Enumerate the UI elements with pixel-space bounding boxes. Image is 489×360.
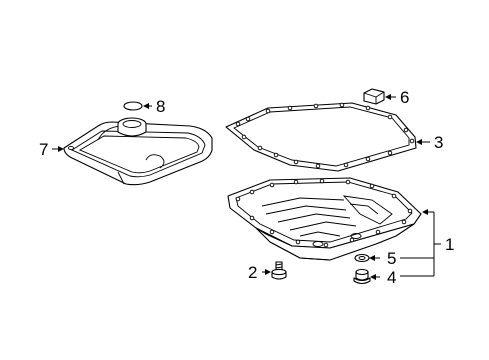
callout-2: 2 (248, 263, 257, 282)
part-5-washer (354, 253, 370, 263)
callout-4: 4 (387, 268, 396, 287)
callout-5: 5 (387, 249, 396, 268)
part-3-gasket (225, 102, 417, 172)
oil-pan-bolt-holes (235, 178, 413, 248)
part-4-drain-plug (353, 268, 371, 285)
gasket-bolt-holes (235, 102, 415, 169)
callout-1: 1 (445, 235, 454, 254)
callout-6: 6 (400, 88, 409, 107)
part-7-strainer (63, 117, 213, 186)
callout-3: 3 (434, 133, 443, 152)
part-8-o-ring (123, 101, 143, 111)
part-6-sealant (363, 88, 385, 105)
callout-7: 7 (39, 140, 48, 159)
part-1-oil-pan (227, 177, 422, 261)
part-2-bolt (271, 261, 287, 280)
callout-labels: 8 7 6 3 1 5 4 2 (39, 88, 454, 287)
callout-8: 8 (156, 97, 165, 116)
leader-lines (52, 94, 441, 280)
